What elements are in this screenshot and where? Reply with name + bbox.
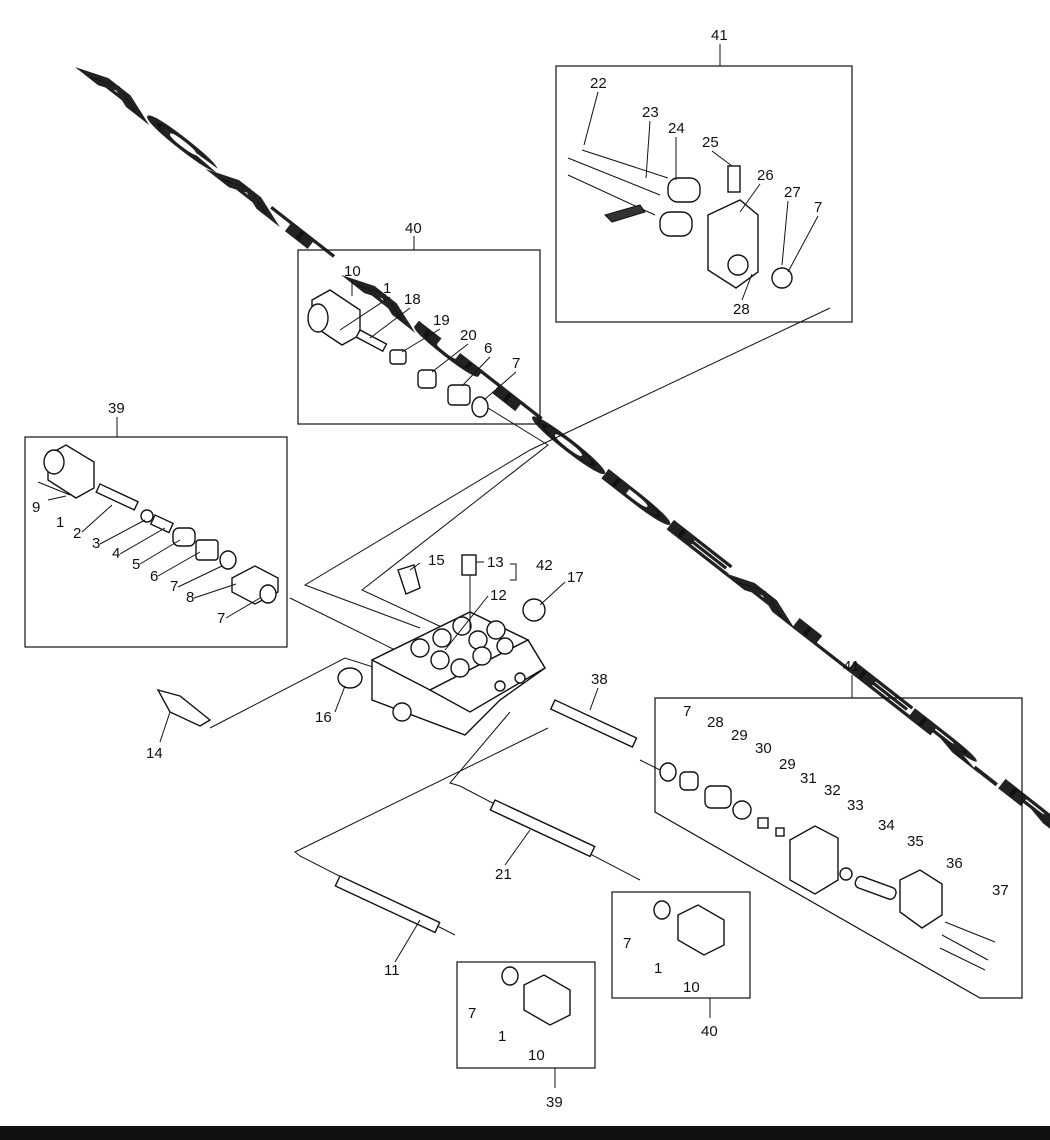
callout-29-a: 29 bbox=[731, 727, 748, 744]
watermark-text: ACAT AUTODEALER.RU bbox=[78, 60, 1050, 892]
callout-34: 34 bbox=[878, 817, 895, 834]
callout-7-c: 7 bbox=[170, 578, 178, 595]
callout-7-d: 7 bbox=[217, 610, 225, 627]
callout-3: 3 bbox=[92, 535, 100, 552]
callout-2: 2 bbox=[73, 525, 81, 542]
callout-10-c: 10 bbox=[528, 1047, 545, 1064]
callout-leaders bbox=[47, 91, 819, 963]
callout-37: 37 bbox=[992, 882, 1009, 899]
loose-parts bbox=[156, 554, 638, 934]
end-cap-kit-left bbox=[37, 444, 279, 605]
callout-15: 15 bbox=[428, 552, 445, 569]
callout-21: 21 bbox=[495, 866, 512, 883]
assembly-box-41-top bbox=[555, 65, 853, 323]
callout-28-a: 28 bbox=[733, 301, 750, 318]
callout-20: 20 bbox=[460, 327, 477, 344]
callout-6-a: 6 bbox=[484, 340, 492, 357]
callout-7-g: 7 bbox=[468, 1005, 476, 1022]
callout-17: 17 bbox=[567, 569, 584, 586]
callout-6-b: 6 bbox=[150, 568, 158, 585]
callout-19: 19 bbox=[433, 312, 450, 329]
assembly-box-40-bottom bbox=[611, 891, 751, 999]
callout-10-b: 10 bbox=[683, 979, 700, 996]
callout-labels: 41 40 39 41 40 39 42 22 23 24 25 26 27 7… bbox=[32, 27, 1009, 1111]
label-40-bottom: 40 bbox=[701, 1023, 718, 1040]
callout-7-e: 7 bbox=[683, 703, 691, 720]
end-cap-kit-bottom bbox=[501, 900, 725, 1026]
callout-5: 5 bbox=[132, 556, 140, 573]
solenoid-kit-top bbox=[567, 149, 793, 289]
label-39-left: 39 bbox=[108, 400, 125, 417]
callout-30: 30 bbox=[755, 740, 772, 757]
callout-13: 13 bbox=[487, 554, 504, 571]
callout-1-b: 1 bbox=[56, 514, 64, 531]
callout-23: 23 bbox=[642, 104, 659, 121]
callout-36: 36 bbox=[946, 855, 963, 872]
label-42: 42 bbox=[536, 557, 553, 574]
callout-29-b: 29 bbox=[779, 756, 796, 773]
callout-7-f: 7 bbox=[623, 935, 631, 952]
callout-24: 24 bbox=[668, 120, 685, 137]
callout-9: 9 bbox=[32, 499, 40, 516]
label-40-top: 40 bbox=[405, 220, 422, 237]
label-41-top: 41 bbox=[711, 27, 728, 44]
watermark: ACAT AUTODEALER.RU bbox=[77, 59, 1050, 893]
callout-14: 14 bbox=[146, 745, 163, 762]
label-41-right: 41 bbox=[843, 658, 860, 675]
solenoid-kit-right bbox=[659, 762, 996, 971]
callout-38: 38 bbox=[591, 671, 608, 688]
callout-10-a: 10 bbox=[344, 263, 361, 280]
callout-12: 12 bbox=[490, 587, 507, 604]
callout-7-b: 7 bbox=[512, 355, 520, 372]
assembly-box-40-top bbox=[297, 249, 541, 425]
assembly-box-39-bottom bbox=[456, 961, 596, 1069]
control-valve-body bbox=[370, 611, 546, 736]
callout-25: 25 bbox=[702, 134, 719, 151]
end-cap-kit-top bbox=[307, 289, 489, 418]
assembly-box-41-right bbox=[654, 697, 1023, 999]
callout-18: 18 bbox=[404, 291, 421, 308]
label-39-bottom: 39 bbox=[546, 1094, 563, 1111]
callout-1-c: 1 bbox=[654, 960, 662, 977]
callout-35: 35 bbox=[907, 833, 924, 850]
callout-31: 31 bbox=[800, 770, 817, 787]
callout-1-d: 1 bbox=[498, 1028, 506, 1045]
callout-33: 33 bbox=[847, 797, 864, 814]
assembly-ticks bbox=[116, 44, 853, 1088]
callout-27: 27 bbox=[784, 184, 801, 201]
callout-11: 11 bbox=[384, 962, 400, 979]
callout-32: 32 bbox=[824, 782, 841, 799]
callout-8: 8 bbox=[186, 589, 194, 606]
callout-28-b: 28 bbox=[707, 714, 724, 731]
callout-22: 22 bbox=[590, 75, 607, 92]
callout-7-a: 7 bbox=[814, 199, 822, 216]
callout-4: 4 bbox=[112, 545, 120, 562]
callout-1-a: 1 bbox=[383, 280, 391, 297]
assembly-box-39-left bbox=[24, 436, 288, 648]
bottom-border-bar bbox=[0, 1126, 1050, 1140]
callout-16: 16 bbox=[315, 709, 332, 726]
callout-26: 26 bbox=[757, 167, 774, 184]
